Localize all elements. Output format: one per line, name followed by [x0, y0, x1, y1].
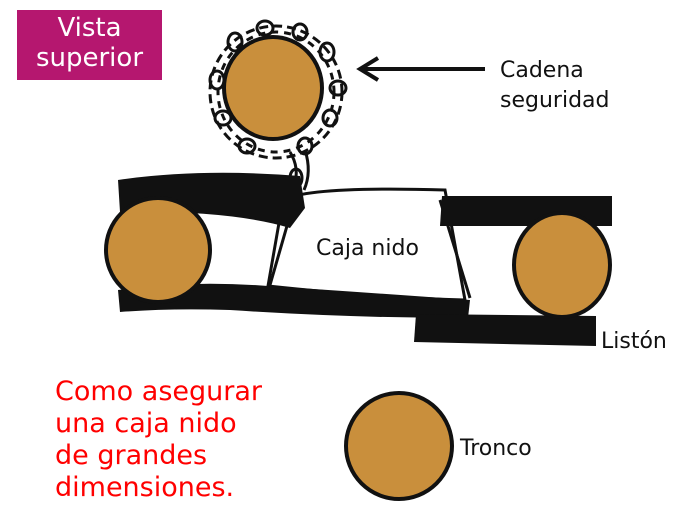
- slat-label: Listón: [601, 329, 667, 354]
- caption-line4: dimensiones.: [55, 472, 235, 503]
- right-trunk: [512, 211, 612, 319]
- legend-trunk: [344, 391, 454, 501]
- caption-line2: una caja nido: [55, 408, 237, 439]
- caption-line1: Como asegurar: [55, 376, 262, 407]
- box-label: Caja nido: [316, 236, 419, 261]
- caption: Como asegurar una caja nido de grandes d…: [55, 376, 305, 504]
- view-title-line1: Vista: [57, 13, 122, 43]
- upper-trunk: [222, 35, 324, 141]
- view-title-line2: superior: [35, 43, 144, 73]
- view-title-badge: Vista superior: [17, 10, 162, 80]
- trunk-label: Tronco: [460, 436, 532, 461]
- left-slat-bottom: [118, 283, 470, 318]
- chain-label-line1: Cadena: [500, 58, 584, 83]
- right-slat-bottom: [414, 314, 596, 346]
- chain-arrow: [356, 56, 485, 82]
- caption-line3: de grandes: [55, 440, 208, 471]
- left-trunk: [104, 196, 212, 304]
- chain-label-line2: seguridad: [500, 88, 610, 113]
- left-slat-top: [118, 172, 305, 228]
